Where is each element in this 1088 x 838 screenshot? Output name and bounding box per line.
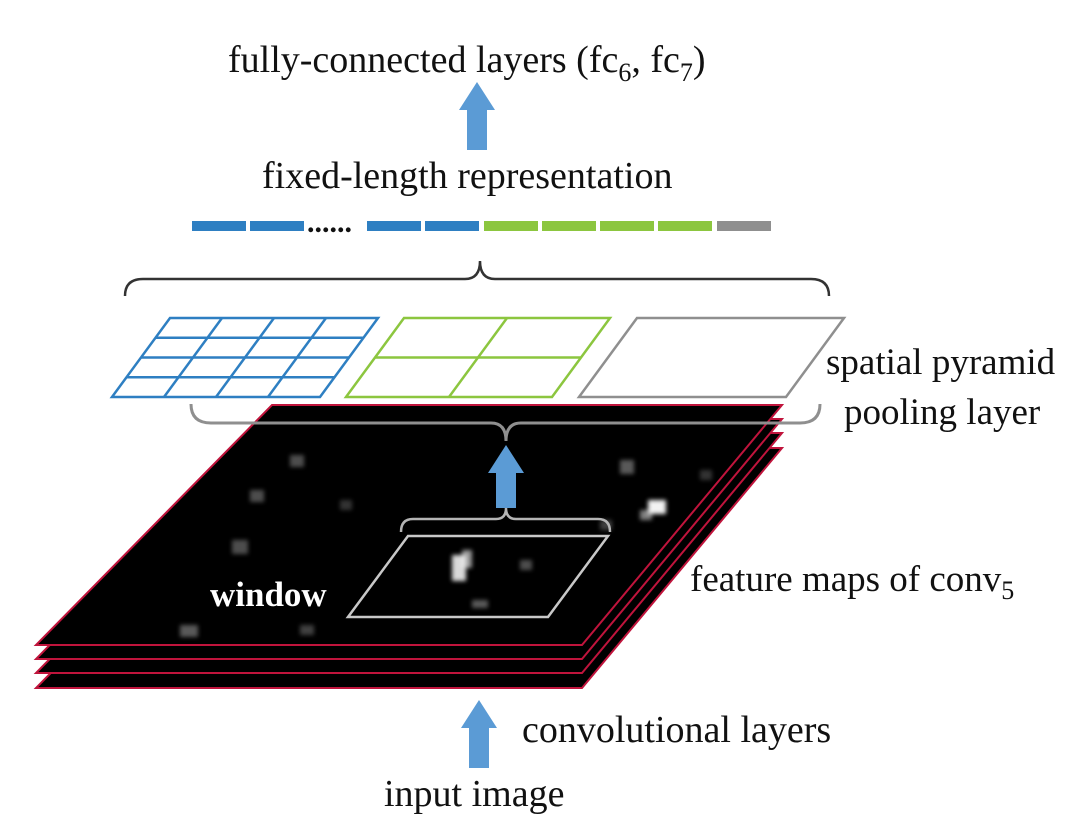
feature-map-stack: [33, 404, 785, 689]
fixed-length-label: fixed-length representation: [262, 155, 672, 197]
fixed-length-vector: ......: [192, 206, 771, 239]
window-region: [345, 534, 611, 619]
arrow-up-to-fc-icon: [459, 82, 495, 150]
vector-segment-gray: [717, 221, 771, 231]
arrow-up-from-input-icon: [461, 700, 497, 768]
feature-maps-label: feature maps of conv5: [690, 559, 1014, 605]
pyramid-brace: [123, 260, 831, 297]
vector-segment-blue: [425, 221, 479, 231]
spp-brace: [189, 403, 822, 442]
arrow-up-to-spp-icon: [488, 445, 524, 508]
conv-layers-label: convolutional layers: [522, 709, 831, 751]
vector-segment-blue: [367, 221, 421, 231]
feature-map-top: [33, 404, 785, 646]
vector-segment-green: [484, 221, 538, 231]
pyramid-bin-1x1: [576, 316, 847, 399]
pyramid-bin-2x2: [343, 316, 613, 399]
vector-segment-blue: [250, 221, 304, 231]
fc-layers-label: fully-connected layers (fc6, fc7): [228, 39, 706, 87]
vector-segment-blue: [192, 221, 246, 231]
pyramid-bin-4x4: [109, 316, 381, 399]
input-image-label: input image: [384, 773, 564, 815]
vector-segment-green: [542, 221, 596, 231]
window-label: window: [210, 575, 327, 614]
feature-activations: [180, 455, 712, 637]
vector-segment-green: [658, 221, 712, 231]
vector-ellipsis: ......: [307, 206, 352, 239]
spp-label-line2: pooling layer: [844, 392, 1040, 433]
spp-label-line1: spatial pyramid: [826, 342, 1056, 383]
vector-segment-green: [600, 221, 654, 231]
